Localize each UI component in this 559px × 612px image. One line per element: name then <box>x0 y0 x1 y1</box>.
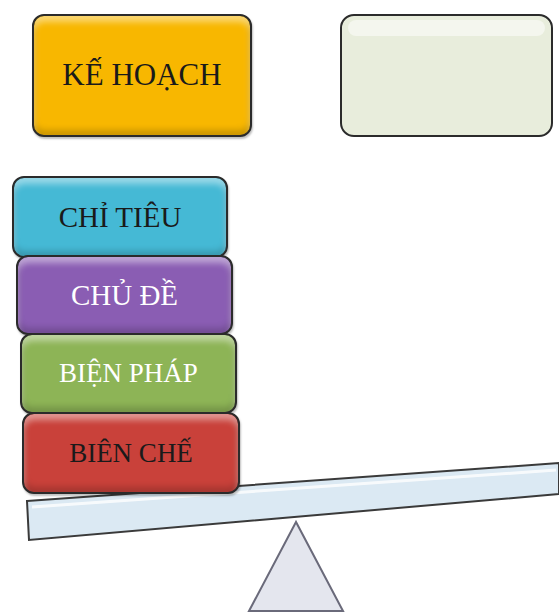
block-label: CHỈ TIÊU <box>47 202 194 232</box>
empty-pan-highlight <box>348 20 545 36</box>
weight-block: CHỦ ĐỀ <box>16 255 233 335</box>
plan-box: KẾ HOẠCH <box>32 14 252 137</box>
weight-block: BIỆN PHÁP <box>20 333 237 414</box>
empty-pan-box <box>341 15 552 136</box>
block-label: KẾ HOẠCH <box>50 59 233 92</box>
fulcrum <box>249 522 343 611</box>
block-label: BIỆN PHÁP <box>47 359 210 387</box>
block-label: CHỦ ĐỀ <box>59 280 190 310</box>
weight-block: CHỈ TIÊU <box>12 176 228 258</box>
weight-block: BIÊN CHẾ <box>22 412 240 494</box>
block-label: BIÊN CHẾ <box>57 439 205 467</box>
